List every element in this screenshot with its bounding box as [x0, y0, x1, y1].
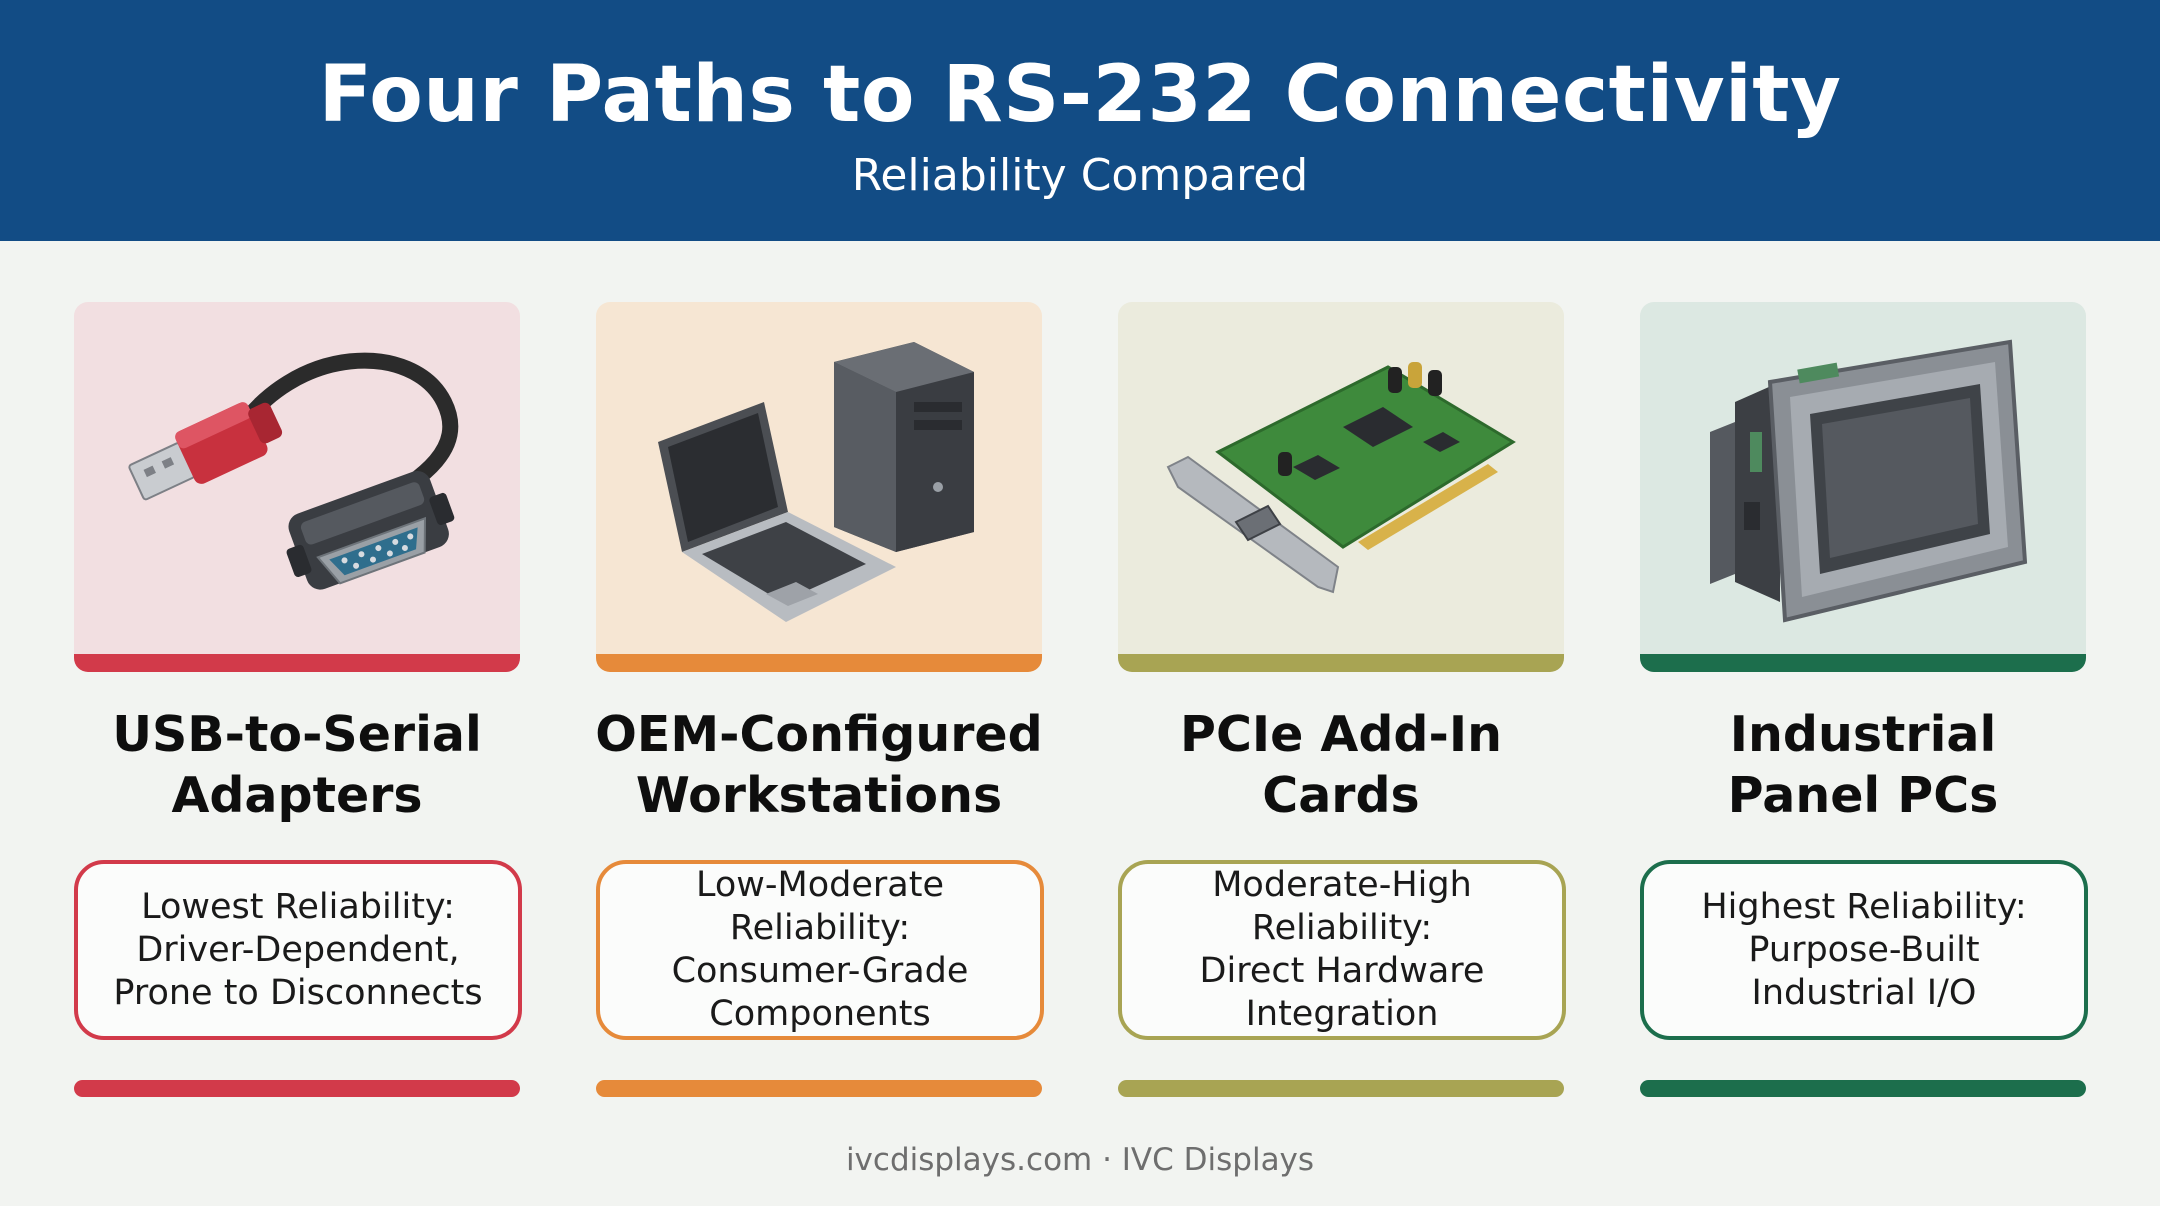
- bottom-accent-bar: [596, 1080, 1042, 1097]
- reliability-box: Low-Moderate Reliability: Consumer-Grade…: [596, 860, 1044, 1040]
- card-image-box: [74, 302, 520, 672]
- card-title: OEM-Configured Workstations: [595, 706, 1043, 824]
- reliability-text: Lowest Reliability: Driver-Dependent, Pr…: [113, 886, 483, 1013]
- accent-bar: [1118, 654, 1564, 672]
- usb-serial-adapter-icon: [128, 352, 459, 590]
- card-image-box: [1118, 302, 1564, 672]
- bottom-accent-bar: [1640, 1080, 2086, 1097]
- reliability-text: Highest Reliability: Purpose-Built Indus…: [1701, 886, 2027, 1013]
- pcie-card-icon: [1166, 362, 1516, 594]
- reliability-box: Moderate-High Reliability: Direct Hardwa…: [1118, 860, 1566, 1040]
- reliability-text: Low-Moderate Reliability: Consumer-Grade…: [671, 865, 969, 1034]
- header-banner: Four Paths to RS-232 Connectivity Reliab…: [0, 0, 2160, 241]
- reliability-box: Highest Reliability: Purpose-Built Indus…: [1640, 860, 2088, 1040]
- card-pcie-cards: PCIe Add-In Cards Moderate-High Reliabil…: [1118, 302, 1566, 1097]
- reliability-text: Moderate-High Reliability: Direct Hardwa…: [1199, 865, 1485, 1034]
- footer-credit: ivcdisplays.com · IVC Displays: [845, 1142, 1315, 1178]
- card-usb-serial: USB-to-Serial Adapters Lowest Reliabilit…: [74, 302, 522, 1097]
- bottom-accent-bar: [74, 1080, 520, 1097]
- page-title: Four Paths to RS-232 Connectivity: [318, 50, 1842, 140]
- accent-bar: [596, 654, 1042, 672]
- card-industrial-panel-pcs: Industrial Panel PCs Highest Reliability…: [1640, 302, 2088, 1097]
- card-title: PCIe Add-In Cards: [1180, 706, 1502, 824]
- card-title: USB-to-Serial Adapters: [112, 706, 482, 824]
- card-image-box: [1640, 302, 2086, 672]
- reliability-box: Lowest Reliability: Driver-Dependent, Pr…: [74, 860, 522, 1040]
- accent-bar: [1640, 654, 2086, 672]
- card-title: Industrial Panel PCs: [1727, 706, 1999, 824]
- card-oem-workstations: OEM-Configured Workstations Low-Moderate…: [595, 302, 1044, 1097]
- bottom-accent-bar: [1118, 1080, 1564, 1097]
- card-image-box: [596, 302, 1042, 672]
- laptop-and-tower-icon: [658, 342, 974, 622]
- accent-bar: [74, 654, 520, 672]
- page-subtitle: Reliability Compared: [851, 150, 1309, 201]
- industrial-panel-pc-icon: [1710, 339, 2028, 623]
